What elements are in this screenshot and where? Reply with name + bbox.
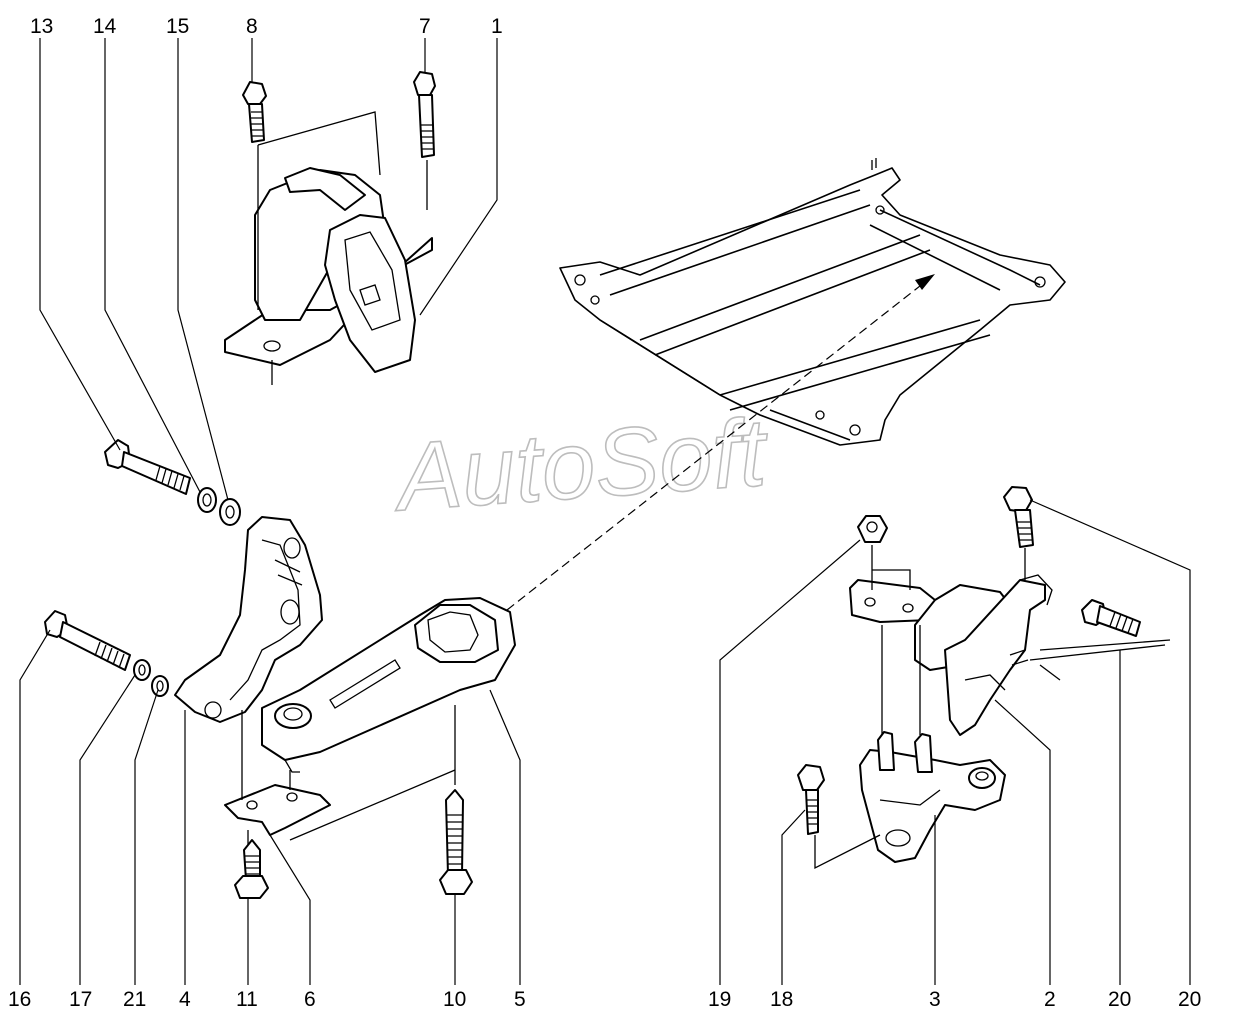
bolt-20-top bbox=[1003, 486, 1034, 548]
callout-20: 20 bbox=[1108, 988, 1131, 1011]
heat-shield-plate bbox=[224, 784, 331, 836]
callout-5: 5 bbox=[514, 988, 526, 1011]
callout-16: 16 bbox=[8, 988, 31, 1011]
callout-19: 19 bbox=[708, 988, 731, 1011]
callout-17: 17 bbox=[69, 988, 92, 1011]
callout-21: 21 bbox=[123, 988, 146, 1011]
washer-15 bbox=[219, 498, 241, 526]
bolt-18 bbox=[797, 764, 825, 835]
callout-1: 1 bbox=[491, 15, 503, 38]
callout-6: 6 bbox=[304, 988, 316, 1011]
leader-lines bbox=[19, 38, 1191, 985]
callout-4: 4 bbox=[179, 988, 191, 1011]
callout-numbers: 13 14 15 8 7 1 16 17 21 4 11 6 10 5 19 1… bbox=[8, 15, 1201, 1011]
right-engine-mount bbox=[224, 167, 433, 373]
bolt-7 bbox=[413, 71, 436, 158]
left-bracket bbox=[859, 731, 1006, 863]
nut-19 bbox=[857, 515, 888, 543]
callout-15: 15 bbox=[166, 15, 189, 38]
callout-3: 3 bbox=[929, 988, 941, 1011]
subframe bbox=[559, 158, 1066, 446]
bolt-20-right bbox=[1081, 599, 1141, 637]
callout-13: 13 bbox=[30, 15, 53, 38]
callout-10: 10 bbox=[443, 988, 466, 1011]
callout-7: 7 bbox=[419, 15, 431, 38]
washer-17 bbox=[133, 659, 151, 681]
bolt-10 bbox=[439, 789, 473, 895]
callout-18: 18 bbox=[770, 988, 793, 1011]
torque-rod bbox=[261, 597, 516, 773]
washer-14 bbox=[197, 487, 217, 513]
watermark-text: AutoSoft bbox=[389, 399, 772, 532]
bolt-8 bbox=[242, 81, 267, 143]
callout-11: 11 bbox=[236, 988, 258, 1011]
dashed-arrow-icon bbox=[506, 274, 935, 611]
gearbox-bracket bbox=[174, 516, 323, 723]
callout-14: 14 bbox=[93, 15, 117, 38]
bolt-13 bbox=[104, 439, 191, 495]
callout-8: 8 bbox=[246, 15, 258, 38]
callout-20-second: 20 bbox=[1178, 988, 1201, 1011]
bolt-16 bbox=[44, 610, 131, 671]
left-engine-mount bbox=[849, 574, 1053, 736]
callout-2: 2 bbox=[1044, 988, 1056, 1011]
bolt-11 bbox=[234, 839, 269, 899]
washer-21 bbox=[151, 675, 169, 697]
